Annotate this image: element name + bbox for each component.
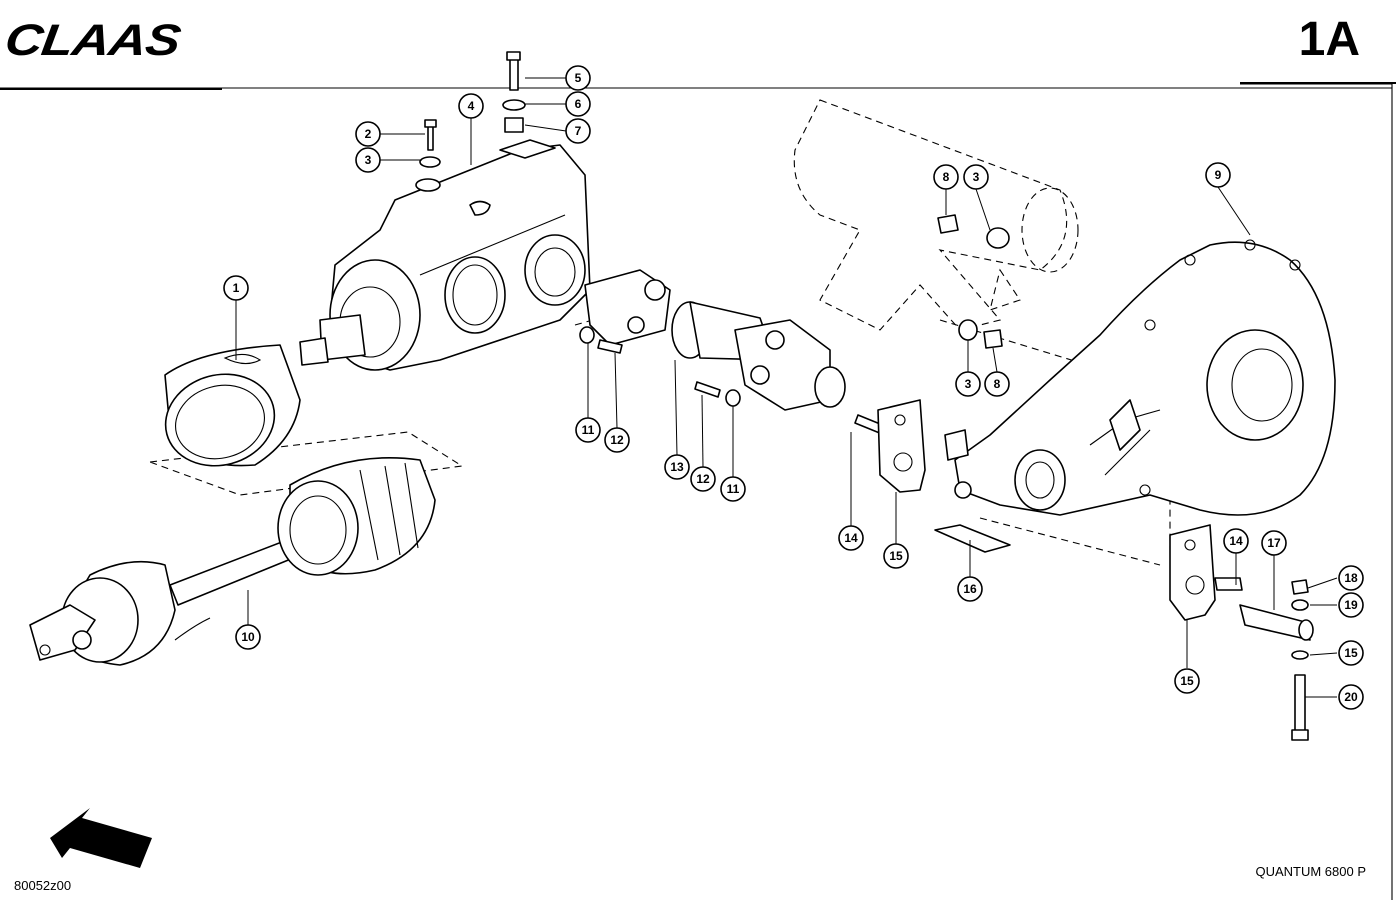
svg-text:17: 17 — [1267, 536, 1281, 550]
callout-5: 5 — [565, 65, 591, 91]
callout-7: 7 — [565, 118, 591, 144]
header-rule-right — [1240, 82, 1396, 84]
callout-3-top: 3 — [963, 164, 989, 190]
svg-text:19: 19 — [1344, 598, 1358, 612]
svg-text:15: 15 — [889, 549, 903, 563]
callout-15-right: 15 — [1174, 668, 1200, 694]
svg-text:12: 12 — [610, 433, 624, 447]
svg-text:16: 16 — [963, 582, 977, 596]
drawing-number: 80052z00 — [14, 878, 72, 893]
svg-text:8: 8 — [943, 170, 950, 184]
gearbox-housing-part — [944, 239, 1336, 516]
svg-text:3: 3 — [365, 153, 372, 167]
svg-text:9: 9 — [1215, 168, 1222, 182]
svg-text:12: 12 — [696, 472, 710, 486]
svg-text:15: 15 — [1180, 674, 1194, 688]
callout-8-lower: 8 — [984, 371, 1010, 397]
svg-text:7: 7 — [575, 124, 582, 138]
callout-18: 18 — [1338, 565, 1364, 591]
callout-6: 6 — [565, 91, 591, 117]
svg-text:6: 6 — [575, 97, 582, 111]
svg-text:2: 2 — [365, 127, 372, 141]
callout-10: 10 — [235, 624, 261, 650]
guard-cone-part — [164, 344, 301, 467]
callout-1: 1 — [223, 275, 249, 301]
callout-15-mid: 15 — [883, 543, 909, 569]
callout-4: 4 — [458, 93, 484, 119]
callout-20: 20 — [1338, 684, 1364, 710]
page-code: 1A — [1298, 13, 1360, 66]
svg-text:11: 11 — [727, 482, 740, 496]
svg-text:11: 11 — [582, 423, 595, 437]
gearbox-part — [299, 139, 591, 371]
callout-3-lower: 3 — [955, 371, 981, 397]
callout-12-mid: 12 — [690, 466, 716, 492]
svg-text:4: 4 — [468, 99, 475, 113]
svg-text:8: 8 — [994, 377, 1001, 391]
callout-14-mid: 14 — [838, 525, 864, 551]
callout-17: 17 — [1261, 530, 1287, 556]
svg-text:10: 10 — [241, 630, 255, 644]
callout-11-mid: 11 — [720, 476, 746, 502]
callout-19: 19 — [1338, 592, 1364, 618]
frame-corner — [1240, 83, 1393, 88]
tractor-frame-outline — [793, 99, 1079, 331]
direction-arrow-icon — [50, 808, 152, 868]
svg-text:13: 13 — [670, 460, 684, 474]
callout-13: 13 — [664, 454, 690, 480]
callout-14-right: 14 — [1223, 528, 1249, 554]
hardware-parts — [415, 51, 1314, 741]
callout-15-washer: 15 — [1338, 640, 1364, 666]
svg-text:20: 20 — [1344, 690, 1358, 704]
callout-16: 16 — [957, 576, 983, 602]
universal-joint-shaft-part — [584, 269, 846, 411]
svg-text:14: 14 — [1229, 534, 1243, 548]
svg-text:1: 1 — [233, 281, 240, 295]
callout-12-left: 12 — [604, 427, 630, 453]
callout-9: 9 — [1205, 162, 1231, 188]
svg-text:18: 18 — [1344, 571, 1358, 585]
svg-text:15: 15 — [1344, 646, 1358, 660]
assembly-line-shaft — [149, 431, 464, 496]
leader-lines — [235, 77, 1338, 698]
callouts: 1 2 3 4 5 6 7 8 3 3 8 9 10 11 12 13 12 1… — [223, 65, 1364, 710]
svg-text:14: 14 — [844, 531, 858, 545]
model-name: QUANTUM 6800 P — [1255, 864, 1366, 879]
pto-shaft-part — [29, 457, 436, 666]
callout-2: 2 — [355, 121, 381, 147]
callout-11-left: 11 — [575, 417, 601, 443]
callout-8-top: 8 — [933, 164, 959, 190]
header-rule-left — [0, 88, 222, 90]
svg-text:5: 5 — [575, 71, 582, 85]
svg-text:3: 3 — [965, 377, 972, 391]
svg-text:3: 3 — [973, 170, 980, 184]
callout-3: 3 — [355, 147, 381, 173]
assembly-line-bracket — [979, 517, 1161, 566]
